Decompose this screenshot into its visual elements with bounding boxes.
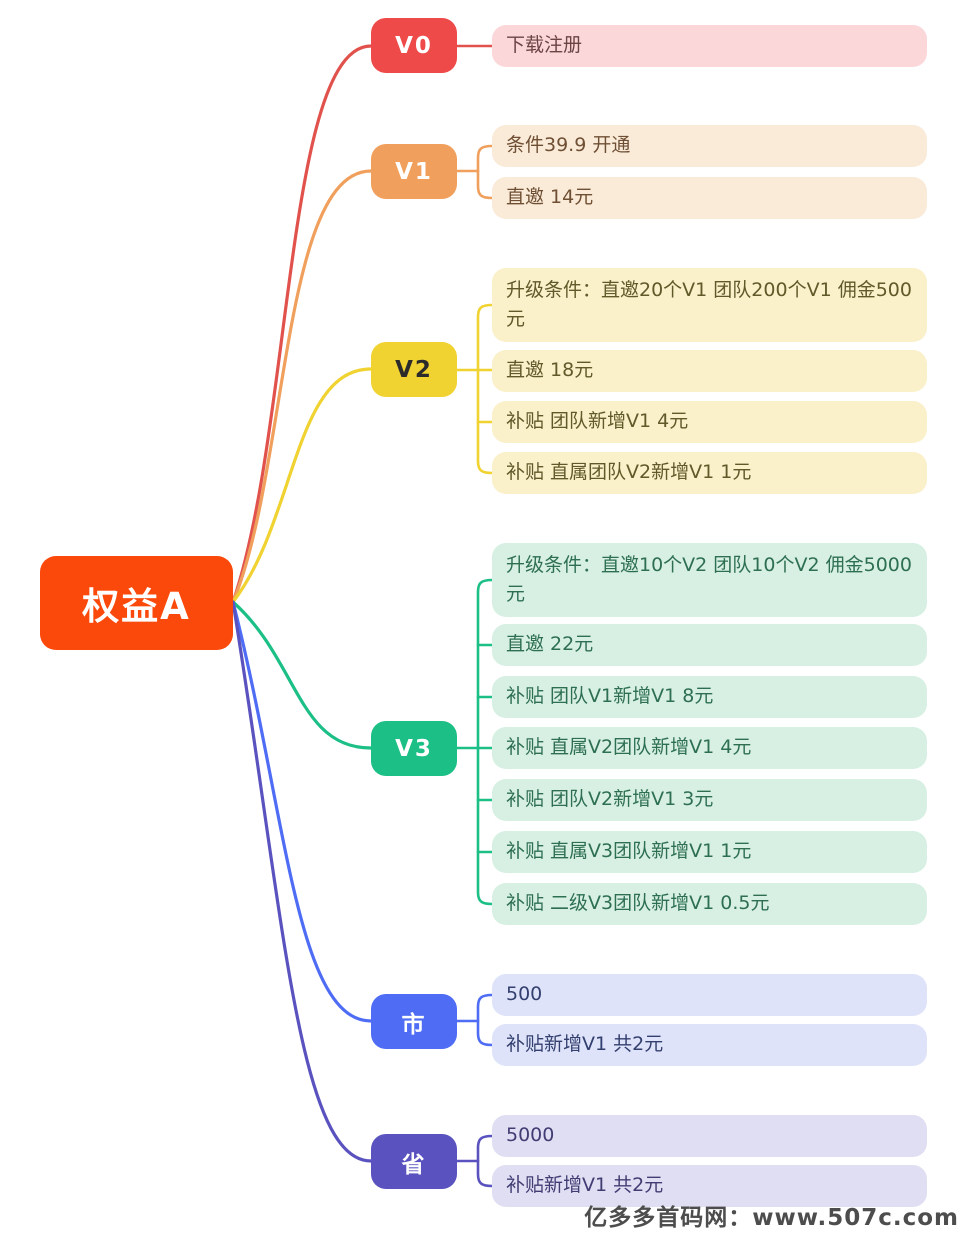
edge-root-v0 [231,44,373,604]
edge-v1-bracket [476,144,494,200]
leaf-province-subsidy[interactable]: 补贴新增V1 共2元 [492,1165,927,1207]
leaf-v1-direct-invite[interactable]: 直邀 14元 [492,177,927,219]
leaf-v2-upgrade-condition[interactable]: 升级条件：直邀20个V1 团队200个V1 佣金500元 [492,268,927,342]
leaf-city-500[interactable]: 500 [492,974,927,1016]
edge-v3-bracket [476,578,494,906]
edge-root-shi [231,600,373,1023]
edge-root-v2 [231,367,373,604]
leaf-v0-download-register[interactable]: 下载注册 [492,25,927,67]
root-node[interactable]: 权益A [40,556,233,650]
leaf-city-subsidy[interactable]: 补贴新增V1 共2元 [492,1024,927,1066]
branch-node-v2[interactable]: V2 [371,342,457,397]
edge-shi-bracket [476,993,494,1047]
edge-v2-bracket [476,303,494,475]
leaf-v2-direct-invite[interactable]: 直邀 18元 [492,350,927,392]
leaf-v1-condition[interactable]: 条件39.9 开通 [492,125,927,167]
leaf-v2-subsidy-team[interactable]: 补贴 团队新增V1 4元 [492,401,927,443]
branch-node-city[interactable]: 市 [371,994,457,1049]
leaf-v3-subsidy-team-v1[interactable]: 补贴 团队V1新增V1 8元 [492,676,927,718]
leaf-v3-subsidy-direct-v2[interactable]: 补贴 直属V2团队新增V1 4元 [492,727,927,769]
leaf-v3-upgrade-condition[interactable]: 升级条件：直邀10个V2 团队10个V2 佣金5000元 [492,543,927,617]
watermark: 亿多多首码网：www.507c.com [584,1205,959,1231]
leaf-v2-subsidy-direct-team[interactable]: 补贴 直属团队V2新增V1 1元 [492,452,927,494]
edge-root-sheng [231,600,373,1163]
edge-root-v1 [231,169,373,604]
edge-sheng-bracket [476,1134,494,1188]
leaf-v3-subsidy-direct-v3[interactable]: 补贴 直属V3团队新增V1 1元 [492,831,927,873]
leaf-v3-subsidy-team-v2[interactable]: 补贴 团队V2新增V1 3元 [492,779,927,821]
leaf-v3-subsidy-second-v3[interactable]: 补贴 二级V3团队新增V1 0.5元 [492,883,927,925]
branch-node-v3[interactable]: V3 [371,721,457,776]
branch-node-v0[interactable]: V0 [371,18,457,73]
edge-root-v3 [231,600,373,750]
branch-node-v1[interactable]: V1 [371,144,457,199]
leaf-v3-direct-invite[interactable]: 直邀 22元 [492,624,927,666]
branch-node-province[interactable]: 省 [371,1134,457,1189]
leaf-province-5000[interactable]: 5000 [492,1115,927,1157]
